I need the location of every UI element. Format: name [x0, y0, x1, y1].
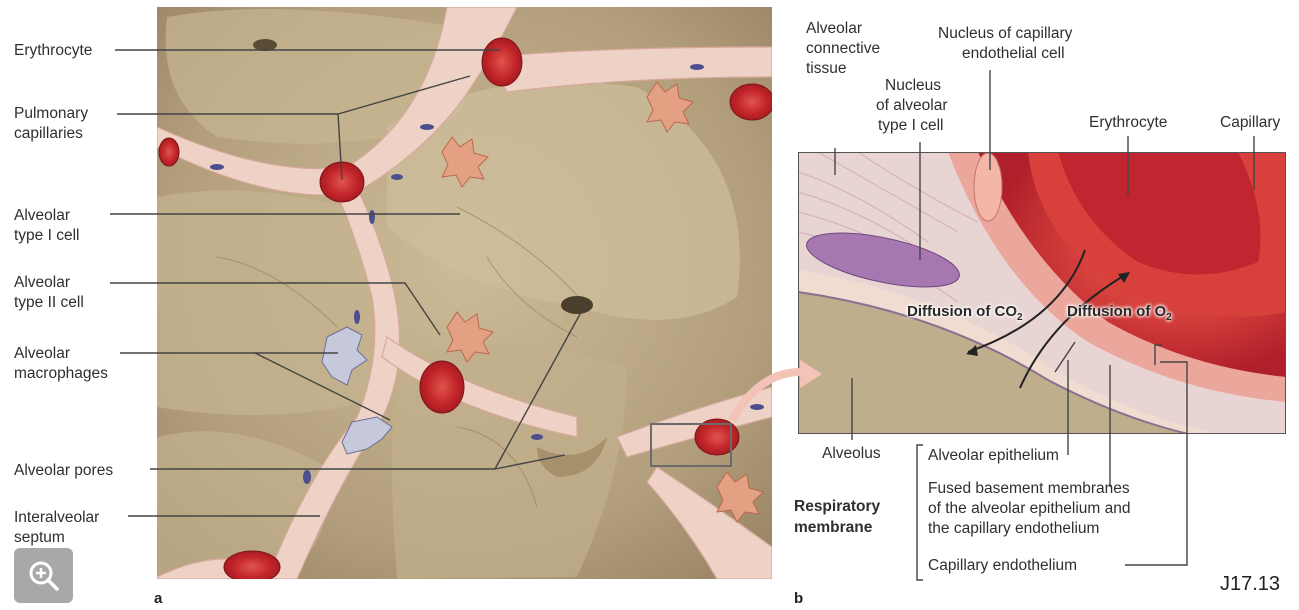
- label-nucleus-endo-line2: endothelial cell: [962, 44, 1065, 63]
- panel-letter-a: a: [154, 590, 162, 607]
- label-respiratory-membrane-line2: membrane: [794, 518, 872, 537]
- label-connective-line3: tissue: [806, 59, 847, 78]
- zoom-button[interactable]: [14, 548, 73, 603]
- label-pulmonary-capillaries-line2: capillaries: [14, 124, 83, 143]
- panel-letter-b: b: [794, 590, 803, 607]
- label-nucleus-type1-line1: Nucleus: [885, 76, 941, 95]
- label-macrophages-line2: macrophages: [14, 364, 108, 383]
- label-capillary: Capillary: [1220, 113, 1280, 132]
- label-respiratory-membrane-line1: Respiratory: [794, 497, 880, 516]
- label-pulmonary-capillaries-line1: Pulmonary: [14, 104, 88, 123]
- label-alveolar-type2-line2: type II cell: [14, 293, 84, 312]
- label-erythrocyte-b: Erythrocyte: [1089, 113, 1167, 132]
- label-septum-line2: septum: [14, 528, 65, 547]
- label-fused-line2: of the alveolar epithelium and: [928, 499, 1131, 518]
- label-alveolar-type1-line1: Alveolar: [14, 206, 70, 225]
- label-nucleus-endo-line1: Nucleus of capillary: [938, 24, 1072, 43]
- zoom-in-icon: [14, 548, 73, 603]
- label-connective-line2: connective: [806, 39, 880, 58]
- label-diffusion-o2: Diffusion of O2: [1067, 303, 1172, 323]
- label-nucleus-type1-line3: type I cell: [878, 116, 943, 135]
- label-septum-line1: Interalveolar: [14, 508, 99, 527]
- label-alveolar-type2-line1: Alveolar: [14, 273, 70, 292]
- label-connective-line1: Alveolar: [806, 19, 862, 38]
- label-capillary-endothelium: Capillary endothelium: [928, 556, 1077, 575]
- label-alveolus: Alveolus: [822, 444, 881, 463]
- label-nucleus-type1-line2: of alveolar: [876, 96, 948, 115]
- label-macrophages-line1: Alveolar: [14, 344, 70, 363]
- label-erythrocyte-a: Erythrocyte: [14, 41, 92, 60]
- label-fused-line1: Fused basement membranes: [928, 479, 1130, 498]
- figure-reference: J17.13: [1220, 573, 1280, 596]
- label-diffusion-co2: Diffusion of CO2: [907, 303, 1023, 323]
- label-alveolar-type1-line2: type I cell: [14, 226, 79, 245]
- label-alveolar-pores: Alveolar pores: [14, 461, 113, 480]
- label-alveolar-epithelium: Alveolar epithelium: [928, 446, 1059, 465]
- label-fused-line3: the capillary endothelium: [928, 519, 1099, 538]
